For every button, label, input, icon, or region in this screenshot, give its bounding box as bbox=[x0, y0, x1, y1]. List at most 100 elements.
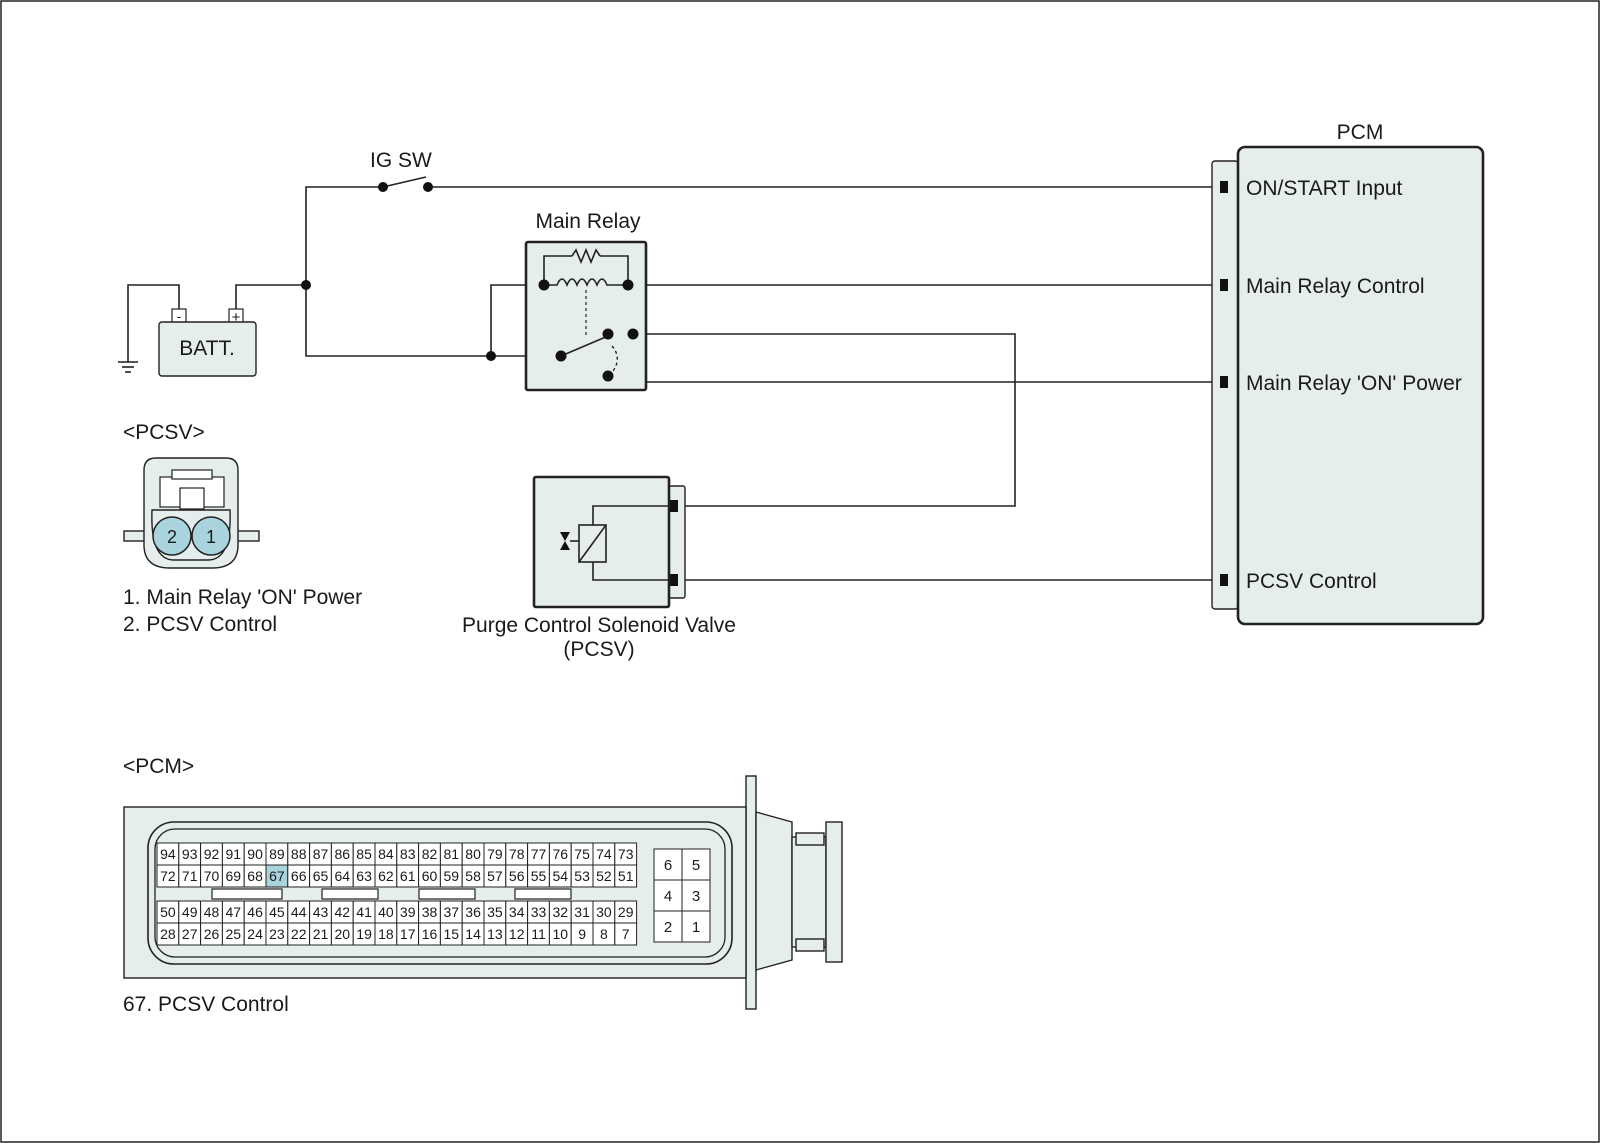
pcm-side-pin-label: 3 bbox=[692, 888, 700, 905]
pcm-pin-label: 58 bbox=[465, 868, 481, 884]
pcm-side-pin-cell bbox=[653, 848, 683, 881]
pcm-unit: PCM ON/START Input Main Relay Control Ma… bbox=[1211, 121, 1485, 626]
pcm-pin-label: 40 bbox=[378, 904, 394, 920]
pcm-pin-label: 71 bbox=[182, 868, 198, 884]
pcm-pin-label: 64 bbox=[335, 868, 351, 884]
pcm-pin-label: 18 bbox=[378, 926, 394, 942]
pcm-pin-label: 77 bbox=[531, 846, 547, 862]
battery: - + BATT. bbox=[158, 308, 257, 377]
pcm-connector-legend: 67. PCSV Control bbox=[123, 993, 289, 1016]
pcm-pin-label: 92 bbox=[204, 846, 220, 862]
ig-sw-label: IG SW bbox=[370, 149, 432, 172]
pcsv-connector: <PCSV> 2 1 1. Main Relay 'ON' Power 2. P… bbox=[123, 421, 362, 636]
pcm-pin-label: 82 bbox=[422, 846, 438, 862]
pcm-pin-label: 29 bbox=[618, 904, 634, 920]
pcm-pin-label: 48 bbox=[204, 904, 220, 920]
pcm-pin-label: 70 bbox=[204, 868, 220, 884]
pcm-pin-label: 7 bbox=[622, 926, 630, 942]
pcm-pin-label: 94 bbox=[160, 846, 176, 862]
pcm-pin-label: 44 bbox=[291, 904, 307, 920]
pcm-pin-label: 90 bbox=[247, 846, 263, 862]
junction-dots bbox=[301, 182, 496, 361]
pcm-pin-label: 81 bbox=[444, 846, 460, 862]
pcm-pin-label: 86 bbox=[335, 846, 351, 862]
pcm-pin-cell bbox=[614, 864, 638, 888]
pcm-pin-label: 73 bbox=[618, 846, 634, 862]
pcm-pin-label: 16 bbox=[422, 926, 438, 942]
pcm-pin-label: 39 bbox=[400, 904, 416, 920]
pcm-pin-label: 15 bbox=[444, 926, 460, 942]
pcm-pin-label: 89 bbox=[269, 846, 285, 862]
pcm-pin-label: 67 bbox=[269, 868, 285, 884]
battery-neg-label: - bbox=[177, 308, 182, 324]
pcm-pin-label: 88 bbox=[291, 846, 307, 862]
pcm-pin-label: 45 bbox=[269, 904, 285, 920]
pcm-pin-label: 24 bbox=[247, 926, 263, 942]
pcm-side-pin-label: 1 bbox=[692, 919, 700, 936]
pcm-pin-label: 12 bbox=[509, 926, 525, 942]
pcm-pin-label: 30 bbox=[596, 904, 612, 920]
pcm-pin-label: 59 bbox=[444, 868, 460, 884]
pcm-pin-label: 60 bbox=[422, 868, 438, 884]
pcm-pin-label: 8 bbox=[600, 926, 608, 942]
pcm-pin-label: 37 bbox=[444, 904, 460, 920]
pcm-pin-label: 47 bbox=[226, 904, 242, 920]
pcm-terminal-on-start: ON/START Input bbox=[1246, 177, 1403, 200]
pcm-title: PCM bbox=[1337, 121, 1384, 144]
battery-label: BATT. bbox=[179, 337, 235, 360]
pcm-terminal-main-relay-on-power: Main Relay 'ON' Power bbox=[1246, 372, 1462, 395]
main-relay-label: Main Relay bbox=[535, 210, 641, 233]
pcsv-pin-2 bbox=[152, 516, 192, 556]
pcm-pin-label: 34 bbox=[509, 904, 525, 920]
pcm-pin-label: 54 bbox=[553, 868, 569, 884]
pcm-side-pin-cell bbox=[681, 848, 711, 881]
pcm-side-pin-label: 6 bbox=[664, 857, 672, 874]
pcm-pin-label: 80 bbox=[465, 846, 481, 862]
pcm-pin-label: 93 bbox=[182, 846, 198, 862]
pcm-side-pin-cell bbox=[653, 910, 683, 943]
pcm-pin-label: 74 bbox=[596, 846, 612, 862]
pcm-pin-label: 61 bbox=[400, 868, 416, 884]
pcm-side-pin-label: 5 bbox=[692, 857, 700, 874]
pcm-pin-label: 75 bbox=[574, 846, 590, 862]
pcm-pin-label: 46 bbox=[247, 904, 263, 920]
pcm-pin-label: 31 bbox=[574, 904, 590, 920]
battery-pos-label: + bbox=[232, 309, 241, 326]
pcm-pin-label: 87 bbox=[313, 846, 329, 862]
pcm-pin-label: 28 bbox=[160, 926, 176, 942]
pcm-pin-label: 22 bbox=[291, 926, 307, 942]
pcm-pin-label: 79 bbox=[487, 846, 503, 862]
pcm-pin-label: 84 bbox=[378, 846, 394, 862]
pcm-pin-label: 13 bbox=[487, 926, 503, 942]
pcm-pin-label: 42 bbox=[335, 904, 351, 920]
pcm-pin-label: 17 bbox=[400, 926, 416, 942]
pcm-pin-label: 41 bbox=[356, 904, 372, 920]
pcm-pin-label: 72 bbox=[160, 868, 176, 884]
pcsv-pin-2-label: 2 bbox=[167, 527, 177, 547]
main-relay: Main Relay bbox=[524, 210, 648, 392]
pcsv-legend-2: 2. PCSV Control bbox=[123, 613, 277, 636]
pcm-pin-label: 9 bbox=[578, 926, 586, 942]
pcm-pin-label: 32 bbox=[553, 904, 569, 920]
pcm-pin-label: 68 bbox=[247, 868, 263, 884]
pcsv-connector-title: <PCSV> bbox=[123, 421, 205, 444]
pcm-pin-label: 38 bbox=[422, 904, 438, 920]
pcsv-valve: Purge Control Solenoid Valve (PCSV) bbox=[462, 475, 736, 661]
pcm-pin-label: 35 bbox=[487, 904, 503, 920]
pcm-terminal-main-relay-control: Main Relay Control bbox=[1246, 275, 1425, 298]
pcm-pin-label: 65 bbox=[313, 868, 329, 884]
pcm-pin-label: 91 bbox=[226, 846, 242, 862]
pcm-terminal-pcsv-control: PCSV Control bbox=[1246, 570, 1377, 593]
pcm-pin-label: 19 bbox=[356, 926, 372, 942]
pcm-pin-label: 23 bbox=[269, 926, 285, 942]
pcm-pin-label: 55 bbox=[531, 868, 547, 884]
pcm-side-pin-cell bbox=[681, 910, 711, 943]
pcm-pin-label: 66 bbox=[291, 868, 307, 884]
pcm-pin-label: 76 bbox=[553, 846, 569, 862]
pcm-side-pin-label: 2 bbox=[664, 919, 672, 936]
valve-name-line1: Purge Control Solenoid Valve bbox=[462, 614, 736, 637]
pcm-pin-label: 10 bbox=[553, 926, 569, 942]
